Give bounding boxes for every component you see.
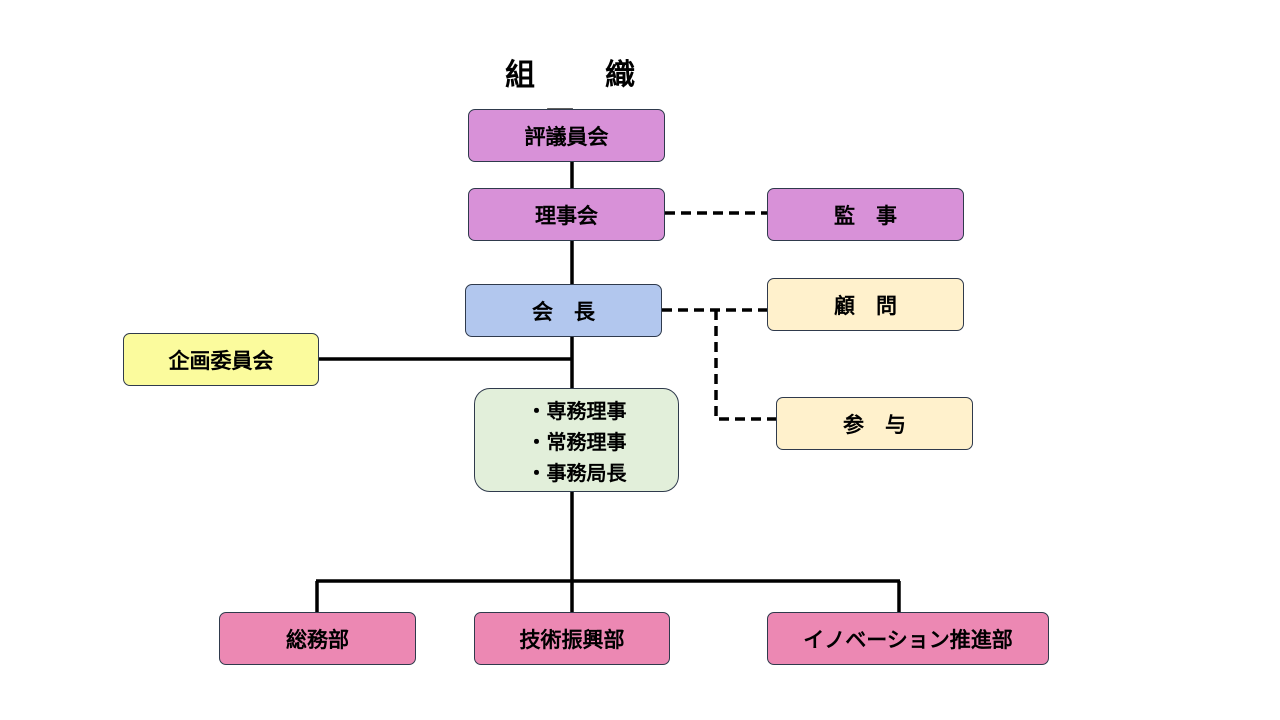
innovation-label: イノベーション推進部 [803, 627, 1013, 652]
secretariat-item: ・専務理事 [526, 398, 627, 423]
general-affairs-dept-box[interactable]: 総務部 [219, 612, 416, 665]
advisor-label: 顧 問 [834, 293, 897, 318]
auditor-label: 監 事 [834, 203, 897, 228]
counsel-label: 参 与 [843, 412, 906, 437]
innovation-dept-box[interactable]: イノベーション推進部 [767, 612, 1049, 665]
tech-promotion-label: 技術振興部 [519, 627, 625, 652]
chart-title: 組 織 図 [505, 58, 685, 141]
auditor-box[interactable]: 監 事 [767, 188, 964, 241]
secretariat-box[interactable]: ・専務理事 ・常務理事 ・事務局長 [474, 388, 679, 492]
board-of-directors-box[interactable]: 理事会 [468, 188, 665, 241]
tech-promotion-dept-box[interactable]: 技術振興部 [474, 612, 670, 665]
secretariat-item: ・常務理事 [526, 429, 627, 454]
advisor-box[interactable]: 顧 問 [767, 278, 964, 331]
line-president-counsel [714, 310, 776, 421]
general-affairs-label: 総務部 [286, 627, 349, 652]
planning-committee-label: 企画委員会 [168, 348, 274, 373]
council-label: 評議員会 [524, 124, 609, 149]
president-label: 会 長 [532, 299, 595, 324]
board-label: 理事会 [535, 203, 598, 228]
president-box[interactable]: 会 長 [465, 284, 662, 337]
council-box[interactable]: 評議員会 [468, 109, 665, 162]
planning-committee-box[interactable]: 企画委員会 [123, 333, 319, 386]
secretariat-item: ・事務局長 [526, 460, 627, 485]
counsel-box[interactable]: 参 与 [776, 397, 973, 450]
